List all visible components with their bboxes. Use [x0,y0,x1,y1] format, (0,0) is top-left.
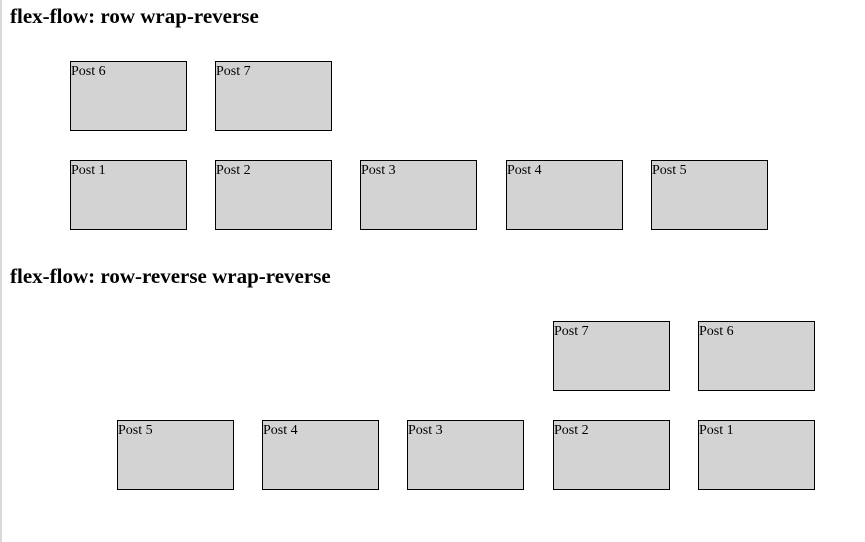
section-1-heading: flex-flow: row wrap-reverse [10,4,259,28]
post-box: Post 1 [70,160,187,230]
post-box: Post 4 [506,160,623,230]
post-label: Post 5 [118,423,153,438]
post-label: Post 7 [554,324,589,339]
post-label: Post 4 [507,163,542,178]
post-label: Post 4 [263,423,298,438]
post-box: Post 3 [360,160,477,230]
post-box: Post 2 [553,420,670,490]
post-box: Post 5 [117,420,234,490]
post-label: Post 2 [554,423,589,438]
page-left-border [0,0,2,542]
post-label: Post 3 [361,163,396,178]
post-label: Post 6 [71,64,106,79]
post-box: Post 4 [262,420,379,490]
post-box: Post 7 [215,61,332,131]
post-box: Post 5 [651,160,768,230]
post-label: Post 5 [652,163,687,178]
post-label: Post 1 [699,423,734,438]
post-label: Post 2 [216,163,251,178]
post-label: Post 7 [216,64,251,79]
post-box: Post 6 [70,61,187,131]
post-label: Post 3 [408,423,443,438]
post-label: Post 1 [71,163,106,178]
post-box: Post 2 [215,160,332,230]
post-box: Post 6 [698,321,815,391]
post-box: Post 1 [698,420,815,490]
post-label: Post 6 [699,324,734,339]
post-box: Post 3 [407,420,524,490]
post-box: Post 7 [553,321,670,391]
section-2-heading: flex-flow: row-reverse wrap-reverse [10,264,331,288]
